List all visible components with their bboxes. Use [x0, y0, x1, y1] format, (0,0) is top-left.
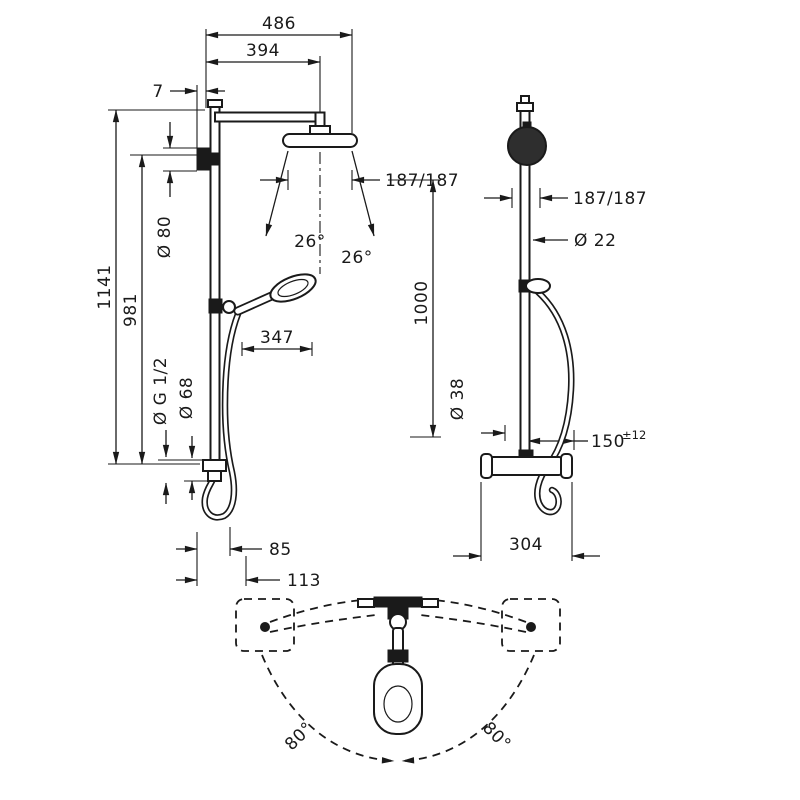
riser-knob-side — [520, 95, 530, 104]
thermostat-knob-right — [560, 453, 573, 479]
top-fixture — [357, 596, 439, 735]
dim-dia-80: Ø 80 — [155, 122, 197, 258]
dim-dia-38-label: Ø 38 — [448, 378, 468, 420]
wall-bracket-arm — [210, 152, 220, 166]
dim-113: 113 — [176, 556, 321, 591]
handshower-head — [269, 273, 317, 303]
dim-304: 304 — [453, 482, 600, 561]
dim-981-label: 981 — [121, 293, 141, 327]
dim-dia-g12-label: Ø G 1/2 — [151, 357, 171, 425]
dim-113-label: 113 — [287, 571, 321, 591]
swivel-arc-left — [261, 654, 395, 764]
dim-150-label: 150 — [591, 432, 625, 452]
handshower-side — [525, 278, 551, 294]
pivot-dot-left — [260, 622, 270, 632]
dim-981: 981 — [121, 154, 197, 465]
arm-end-right — [421, 598, 439, 608]
riser-top-cap — [207, 99, 223, 108]
handshower-holder — [208, 298, 223, 314]
dim-7: 7 — [152, 82, 225, 148]
angle-26-right-label: 26° — [341, 248, 373, 268]
dim-150: 150 ±12 — [527, 428, 646, 452]
dim-150-tolerance-label: ±12 — [622, 428, 646, 442]
front-view: 486 394 7 1141 — [95, 14, 459, 591]
handshower-fitting-top — [387, 649, 409, 663]
outlet-fitting-stub — [207, 470, 222, 482]
dim-dia-38: Ø 38 — [448, 378, 506, 441]
dim-187-side-label: 187/187 — [573, 189, 647, 209]
front-dimension-lines: 486 394 7 1141 — [95, 14, 459, 591]
dim-dia-g12: Ø G 1/2 — [151, 357, 203, 504]
dim-dia-68-label: Ø 68 — [177, 377, 197, 419]
dim-85: 85 — [176, 527, 292, 586]
showerhead-hub — [309, 125, 331, 135]
swivel-arc-right — [401, 654, 535, 764]
side-fixture — [480, 95, 575, 516]
dim-85-label: 85 — [269, 540, 292, 560]
dim-187-front: 187/187 — [260, 170, 459, 191]
outlet-fitting-nut — [202, 459, 227, 472]
dim-486-label: 486 — [262, 14, 296, 34]
angle-80-left-label: 80° — [281, 718, 318, 755]
dim-1000-label: 1000 — [412, 280, 432, 325]
angle-26-left-label: 26° — [294, 232, 326, 252]
dim-1141: 1141 — [95, 109, 205, 465]
overhead-shower — [282, 133, 358, 148]
dim-187-front-label: 187/187 — [385, 171, 459, 191]
shower-arm — [214, 111, 317, 123]
spray-cone: 26° 26° — [265, 150, 375, 274]
overhead-shower-side — [507, 126, 547, 166]
wall-bar-top — [373, 596, 423, 608]
side-view: 187/187 Ø 22 Ø 38 150 ±12 — [448, 95, 647, 561]
dim-dia-22: Ø 22 — [532, 231, 616, 251]
swivel-zone-left — [235, 598, 295, 652]
angle-80-right-label: 80° — [478, 718, 515, 755]
front-fixture — [196, 99, 358, 521]
dim-7-label: 7 — [152, 82, 163, 102]
dim-dia-22-label: Ø 22 — [574, 231, 616, 251]
dim-347: 347 — [241, 328, 313, 356]
thermostat-knob-left — [480, 453, 493, 479]
arm-end-left — [357, 598, 375, 608]
thermostat-escutcheon — [518, 449, 534, 458]
dim-dia-80-label: Ø 80 — [155, 216, 175, 258]
shower-hose-side — [534, 288, 575, 516]
dim-187-side: 187/187 — [484, 188, 647, 209]
dim-dia-68: Ø 68 — [177, 377, 208, 500]
dim-394: 394 — [205, 41, 321, 112]
pivot-dot-right — [526, 622, 536, 632]
handshower-head-top — [373, 663, 423, 735]
dim-1141-label: 1141 — [95, 264, 115, 309]
swivel-zone-right — [501, 598, 561, 652]
holder-knob — [222, 300, 236, 314]
dim-486: 486 — [205, 14, 353, 133]
dim-304-label: 304 — [509, 535, 543, 555]
dim-394-label: 394 — [246, 41, 280, 61]
wall-bracket — [196, 147, 212, 171]
top-view: 80° 80° — [235, 596, 561, 764]
thermostat-body — [488, 456, 564, 476]
riser-cap-side — [516, 102, 534, 112]
dim-347-label: 347 — [260, 328, 294, 348]
side-dimension-lines: 187/187 Ø 22 Ø 38 150 ±12 — [448, 188, 647, 561]
dim-1000: 1000 — [388, 179, 441, 438]
